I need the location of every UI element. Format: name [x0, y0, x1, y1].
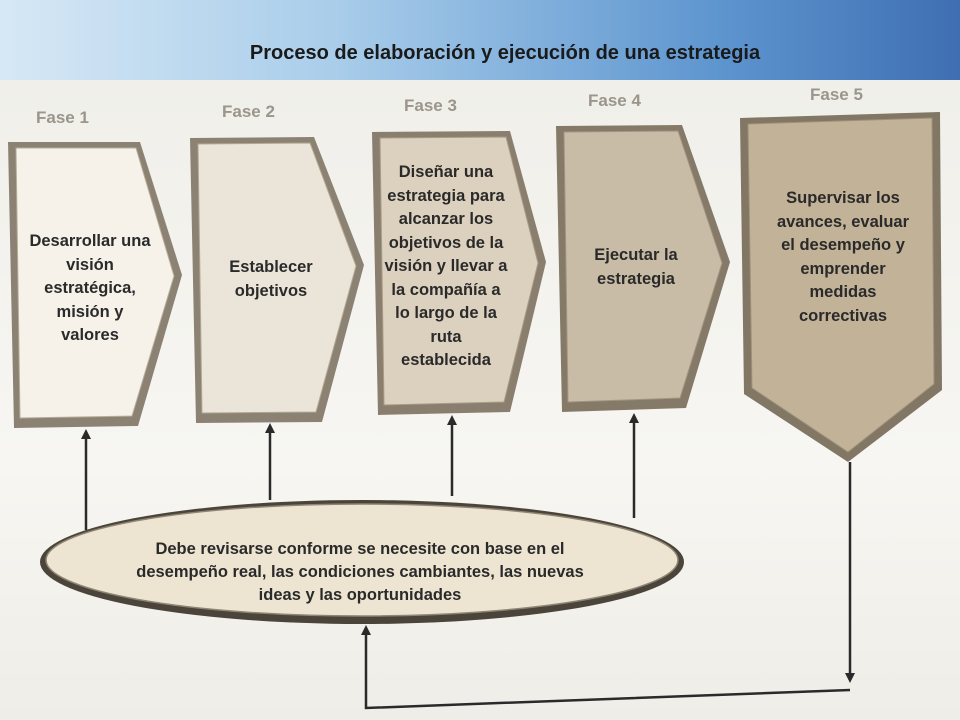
header-bar [0, 0, 960, 80]
phase-1-label: Fase 1 [36, 108, 89, 127]
phase-4-text: Ejecutar la estrategia [594, 246, 678, 288]
phase-4-box [556, 125, 730, 412]
phase-3-box [372, 131, 546, 415]
phase-4-label: Fase 4 [588, 91, 641, 110]
phase-3-label: Fase 3 [404, 96, 457, 115]
phase-3-text: Diseñar una estrategia para alcanzar los… [384, 163, 508, 369]
phase-5-text: Supervisar los avances, evaluar el desem… [776, 189, 910, 325]
phase-5-label: Fase 5 [810, 85, 863, 104]
phase-5-box [740, 112, 942, 462]
feedback-loop-arrow [361, 625, 851, 710]
phase-2-label: Fase 2 [222, 102, 275, 121]
phase-2-text: Establecer objetivos [229, 258, 313, 300]
feedback-text: Debe revisarse conforme se necesite con … [136, 540, 584, 604]
page-title: Proceso de elaboración y ejecución de un… [249, 42, 761, 64]
phase-1-box [8, 142, 182, 428]
feedback-ellipse [45, 503, 679, 617]
phase-1-text: Desarrollar una visión estratégica, misi… [29, 232, 151, 344]
phase-2-box [190, 137, 364, 423]
